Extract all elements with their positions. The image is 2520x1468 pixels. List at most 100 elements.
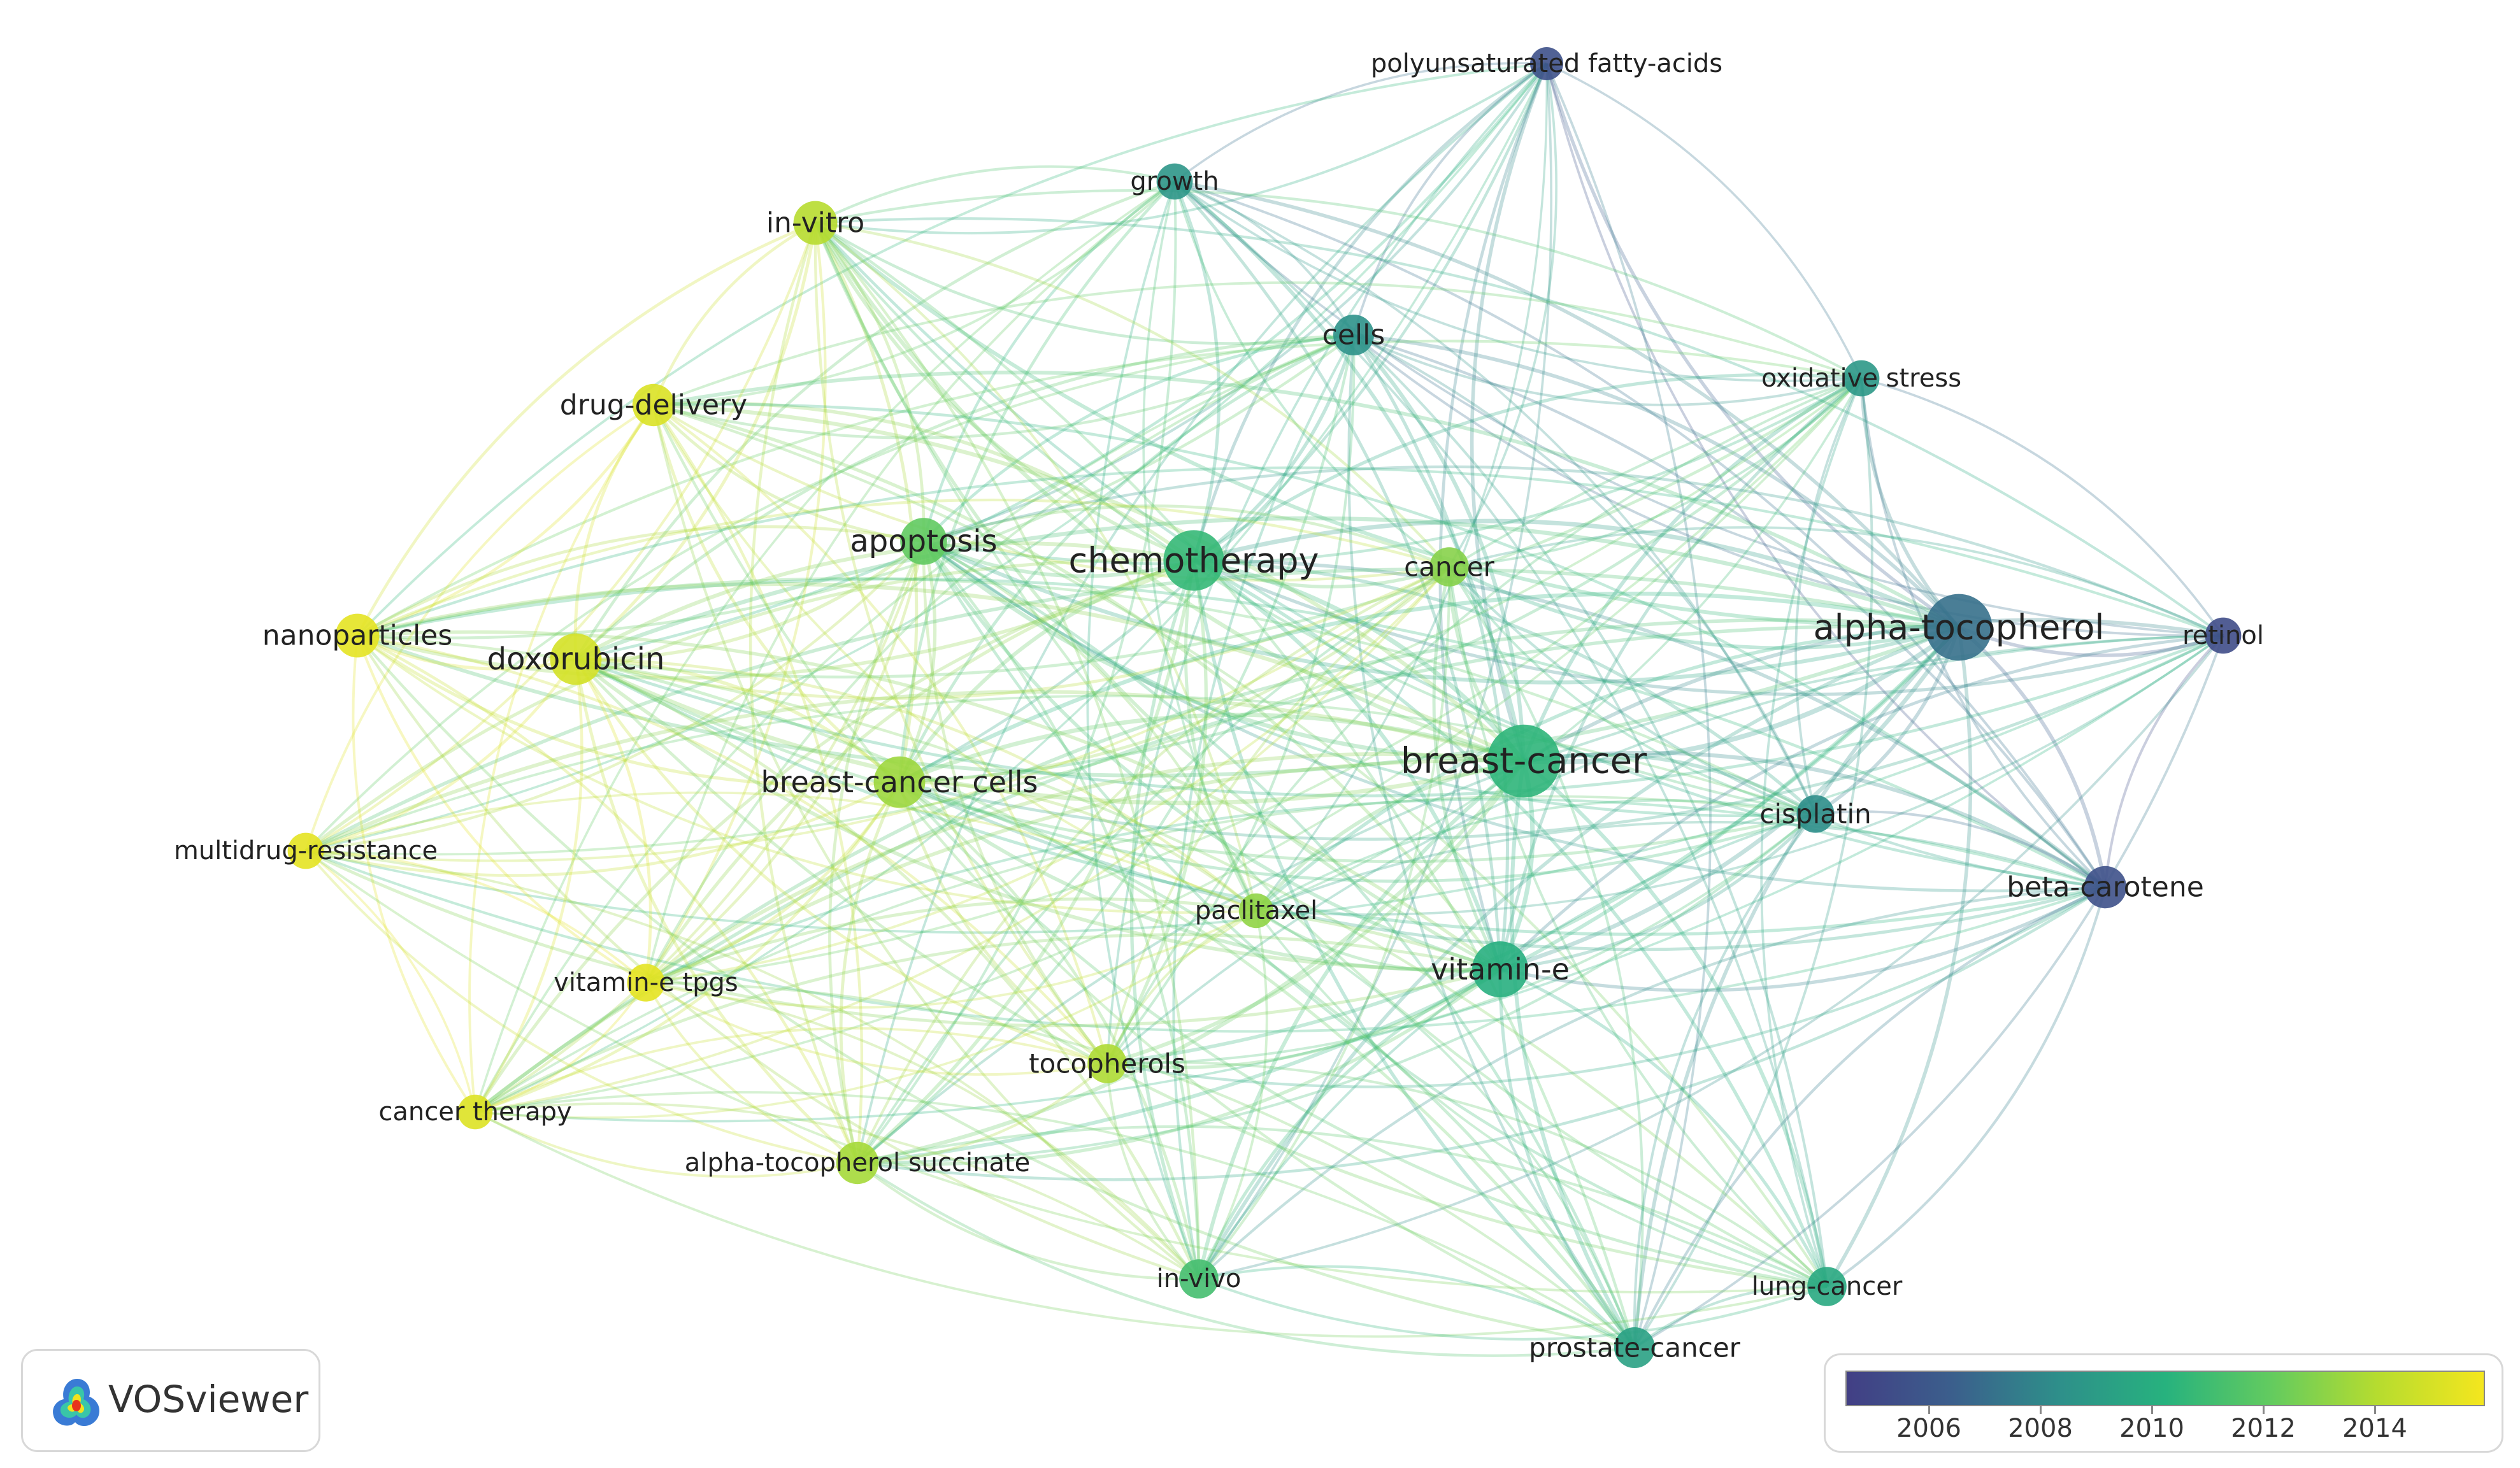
network-link xyxy=(305,377,1863,856)
network-link xyxy=(1498,969,1636,1349)
network-link xyxy=(813,222,919,783)
node-in-vitro[interactable] xyxy=(793,201,838,245)
label-vitamin-e[interactable]: vitamin-e xyxy=(1431,952,1570,987)
label-nanoparticles[interactable]: nanoparticles xyxy=(262,620,453,652)
network-link xyxy=(813,222,1195,562)
label-breast-cancer-cells[interactable]: breast-cancer cells xyxy=(761,765,1038,799)
label-beta-carotene[interactable]: beta-carotene xyxy=(2007,871,2204,904)
label-growth[interactable]: growth xyxy=(1130,167,1219,196)
node-vitamin-e-tpgs[interactable] xyxy=(627,964,665,1002)
network-link xyxy=(356,525,924,638)
network-link xyxy=(1546,62,1863,379)
node-in-vivo[interactable] xyxy=(1179,1259,1219,1299)
node-growth[interactable] xyxy=(1156,163,1193,200)
network-link xyxy=(357,577,1816,815)
network-link xyxy=(814,221,1959,629)
network-link xyxy=(857,1125,1828,1288)
label-cisplatin[interactable]: cisplatin xyxy=(1759,799,1871,830)
network-link xyxy=(304,404,655,852)
network-link xyxy=(305,540,925,853)
label-oxidative-stress[interactable]: oxidative stress xyxy=(1761,364,1961,393)
label-chemotherapy[interactable]: chemotherapy xyxy=(1069,541,1319,581)
label-alpha-tocopherol[interactable]: alpha-tocopherol xyxy=(1814,608,2105,648)
label-alpha-tocopherol-succinate[interactable]: alpha-tocopherol succinate xyxy=(685,1148,1031,1178)
node-vitamin-e[interactable] xyxy=(1472,941,1528,997)
label-lung-cancer[interactable]: lung-cancer xyxy=(1752,1272,1903,1301)
label-multidrug-resistance[interactable]: multidrug-resistance xyxy=(174,836,438,866)
node-breast-cancer-cells[interactable] xyxy=(873,756,926,808)
legend-tick xyxy=(2151,1405,2153,1414)
node-alpha-tocopherol-succinate[interactable] xyxy=(836,1141,879,1185)
color-legend: 2006 2008 2010 2012 2014 xyxy=(1824,1353,2503,1453)
network-link xyxy=(923,540,1257,911)
network-link xyxy=(922,180,1176,542)
network-link xyxy=(1254,759,1524,912)
label-polyunsaturated-fatty-acids[interactable]: polyunsaturated fatty-acids xyxy=(1371,49,1722,78)
label-retinol[interactable]: retinol xyxy=(2182,621,2264,650)
network-link xyxy=(645,566,1450,984)
network-link xyxy=(1826,887,2107,1288)
network-link xyxy=(644,559,1194,984)
node-chemotherapy[interactable] xyxy=(1163,530,1224,591)
network-link xyxy=(1106,967,1501,1069)
network-link xyxy=(652,404,924,543)
network-link xyxy=(357,577,2107,888)
network-link xyxy=(813,222,1108,1065)
label-in-vivo[interactable]: in-vivo xyxy=(1157,1264,1242,1293)
network-link xyxy=(814,222,1201,1279)
network-link xyxy=(1198,566,1451,1280)
network-link xyxy=(357,630,1501,971)
network-link xyxy=(575,539,925,661)
node-apoptosis[interactable] xyxy=(900,518,947,565)
network-link xyxy=(1106,377,1862,1064)
node-cisplatin[interactable] xyxy=(1796,795,1835,833)
label-doxorubicin[interactable]: doxorubicin xyxy=(487,641,665,677)
network-link xyxy=(1198,1278,1828,1341)
node-paclitaxel[interactable] xyxy=(1238,893,1274,929)
label-breast-cancer[interactable]: breast-cancer xyxy=(1401,741,1647,782)
network-link xyxy=(1198,813,1816,1280)
network-link xyxy=(645,222,827,984)
node-polyunsaturated-fatty-acids[interactable] xyxy=(1530,47,1563,80)
node-cells[interactable] xyxy=(1333,315,1374,355)
network-link xyxy=(575,657,1524,806)
network-link xyxy=(475,795,1816,1113)
label-paclitaxel[interactable]: paclitaxel xyxy=(1195,896,1317,925)
network-link xyxy=(1256,820,2106,912)
network-link xyxy=(475,909,1257,1119)
network-link xyxy=(1174,180,1961,629)
label-cells[interactable]: cells xyxy=(1322,319,1385,352)
node-nanoparticles[interactable] xyxy=(335,613,380,658)
node-doxorubicin[interactable] xyxy=(550,633,602,685)
node-oxidative-stress[interactable] xyxy=(1843,360,1880,397)
label-in-vitro[interactable]: in-vitro xyxy=(766,207,864,239)
label-vitamin-e-tpgs[interactable]: vitamin-e tpgs xyxy=(554,968,738,997)
label-cancer-therapy[interactable]: cancer therapy xyxy=(378,1097,571,1127)
node-cancer[interactable] xyxy=(1429,547,1469,587)
network-link xyxy=(573,404,655,660)
node-breast-cancer[interactable] xyxy=(1487,724,1561,798)
label-prostate-cancer[interactable]: prostate-cancer xyxy=(1529,1332,1741,1364)
label-apoptosis[interactable]: apoptosis xyxy=(850,524,997,559)
network-link xyxy=(575,657,1201,1280)
network-link xyxy=(857,1062,1108,1165)
node-cancer-therapy[interactable] xyxy=(457,1094,493,1130)
node-tocopherols[interactable] xyxy=(1087,1044,1127,1083)
label-tocopherols[interactable]: tocopherols xyxy=(1029,1048,1185,1080)
network-link xyxy=(1859,378,1961,629)
network-link xyxy=(1106,566,1450,1064)
label-cancer[interactable]: cancer xyxy=(1404,552,1494,583)
node-multidrug-resistance[interactable] xyxy=(287,832,324,869)
label-drug-delivery[interactable]: drug-delivery xyxy=(560,389,747,422)
network-link xyxy=(653,281,1862,406)
network-link xyxy=(857,760,1526,1165)
network-link xyxy=(304,558,1194,853)
node-retinol[interactable] xyxy=(2205,617,2242,654)
node-beta-carotene[interactable] xyxy=(2084,866,2127,909)
node-alpha-tocopherol[interactable] xyxy=(1925,594,1993,661)
node-lung-cancer[interactable] xyxy=(1807,1267,1847,1306)
network-link xyxy=(813,222,1524,764)
node-drug-delivery[interactable] xyxy=(632,383,675,427)
node-prostate-cancer[interactable] xyxy=(1614,1327,1655,1368)
